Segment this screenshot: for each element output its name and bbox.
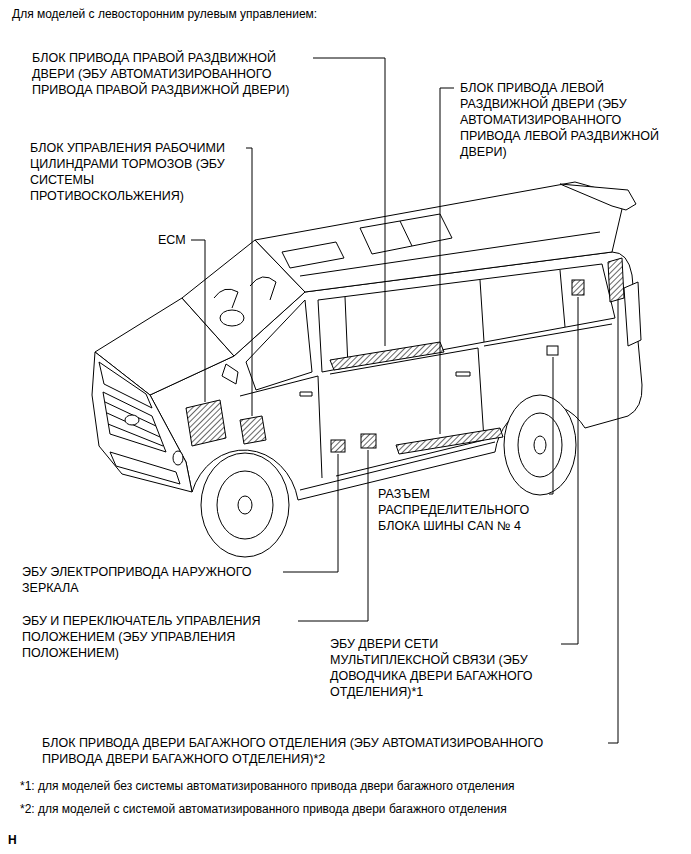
part-label: БЛОК ПРИВОДА ЛЕВОЙ РАЗДВИЖНОЙ ДВЕРИ (ЭБУ…	[460, 80, 675, 160]
rear-tyre	[504, 395, 576, 495]
part-label: ЭБУ ЭЛЕКТРОПРИВОДА НАРУЖНОГО ЗЕРКАЛА	[22, 564, 277, 596]
can-connector	[547, 346, 558, 355]
page-mark: H	[8, 832, 38, 848]
leader-line	[549, 357, 553, 494]
emblem	[125, 415, 139, 425]
back-door-ecu	[572, 280, 584, 295]
sunroof	[282, 242, 344, 268]
front-rim	[217, 471, 273, 539]
leader-line	[246, 148, 252, 416]
leader-line	[283, 454, 338, 572]
ecm-unit	[186, 400, 226, 446]
mirror-ecu	[331, 440, 345, 452]
leader-line	[440, 88, 454, 434]
rear-spoiler	[560, 184, 636, 210]
roof-rail	[300, 232, 600, 276]
front-door-window	[246, 300, 312, 390]
front-tyre	[201, 453, 289, 557]
seat	[250, 277, 276, 300]
grille-bar	[107, 413, 160, 437]
pillar	[480, 280, 484, 342]
right-door-unit	[330, 342, 444, 370]
grille	[103, 392, 166, 452]
steering-wheel	[220, 310, 244, 326]
side-window	[318, 264, 615, 372]
part-label: БЛОК ПРИВОДА ПРАВОЙ РАЗДВИЖНОЙ ДВЕРИ (ЭБ…	[32, 50, 307, 98]
front-face	[92, 352, 192, 492]
pillar	[345, 297, 348, 367]
left-door-unit	[396, 428, 503, 454]
leader-line	[608, 300, 618, 743]
leader-lines	[191, 58, 618, 743]
part-label: БЛОК ПРИВОДА ДВЕРИ БАГАЖНОГО ОТДЕЛЕНИЯ (…	[42, 735, 602, 767]
footnote: *1: для моделей без системы автоматизиро…	[20, 778, 670, 794]
front-hub	[238, 496, 252, 514]
side-mirror	[222, 364, 238, 384]
sunroof	[360, 214, 452, 254]
car-body	[92, 182, 642, 557]
footnote: *2: для моделей с системой автоматизиров…	[20, 801, 670, 817]
part-label: РАЗЪЕМ РАСПРЕДЕЛИТЕЛЬНОГО БЛОКА ШИНЫ CAN…	[378, 486, 543, 534]
sunroof-line	[400, 221, 412, 246]
seat	[214, 289, 238, 308]
part-label: ЭБУ И ПЕРЕКЛЮЧАТЕЛЬ УПРАВЛЕНИЯ ПОЛОЖЕНИЕ…	[22, 613, 292, 661]
grille-bar	[105, 402, 156, 426]
part-label: БЛОК УПРАВЛЕНИЯ РАБОЧИМИ ЦИЛИНДРАМИ ТОРМ…	[30, 140, 240, 204]
grille-bar	[108, 424, 163, 446]
door-handle	[456, 372, 470, 376]
page-title: Для моделей с левосторонним рулевым упра…	[12, 6, 672, 22]
pillar	[560, 270, 565, 327]
leader-line	[561, 297, 578, 644]
rear-rim	[518, 413, 562, 477]
part-label: ECM	[158, 232, 188, 248]
abs-actuator	[240, 416, 266, 444]
part-label: ЭБУ ДВЕРИ СЕТИ МУЛЬТИПЛЕКСНОЙ СВЯЗИ (ЭБУ…	[330, 636, 555, 700]
leader-line	[313, 58, 385, 346]
position-ecu	[361, 434, 376, 448]
leader-line	[298, 450, 368, 621]
tail-lamp	[624, 282, 641, 346]
door-handle	[300, 392, 312, 396]
back-door-unit	[608, 258, 624, 302]
leader-line	[191, 240, 205, 402]
door-rail	[484, 324, 612, 346]
lower-intake	[110, 452, 180, 484]
fog-lamp	[173, 451, 183, 465]
rear-hub	[534, 436, 546, 454]
